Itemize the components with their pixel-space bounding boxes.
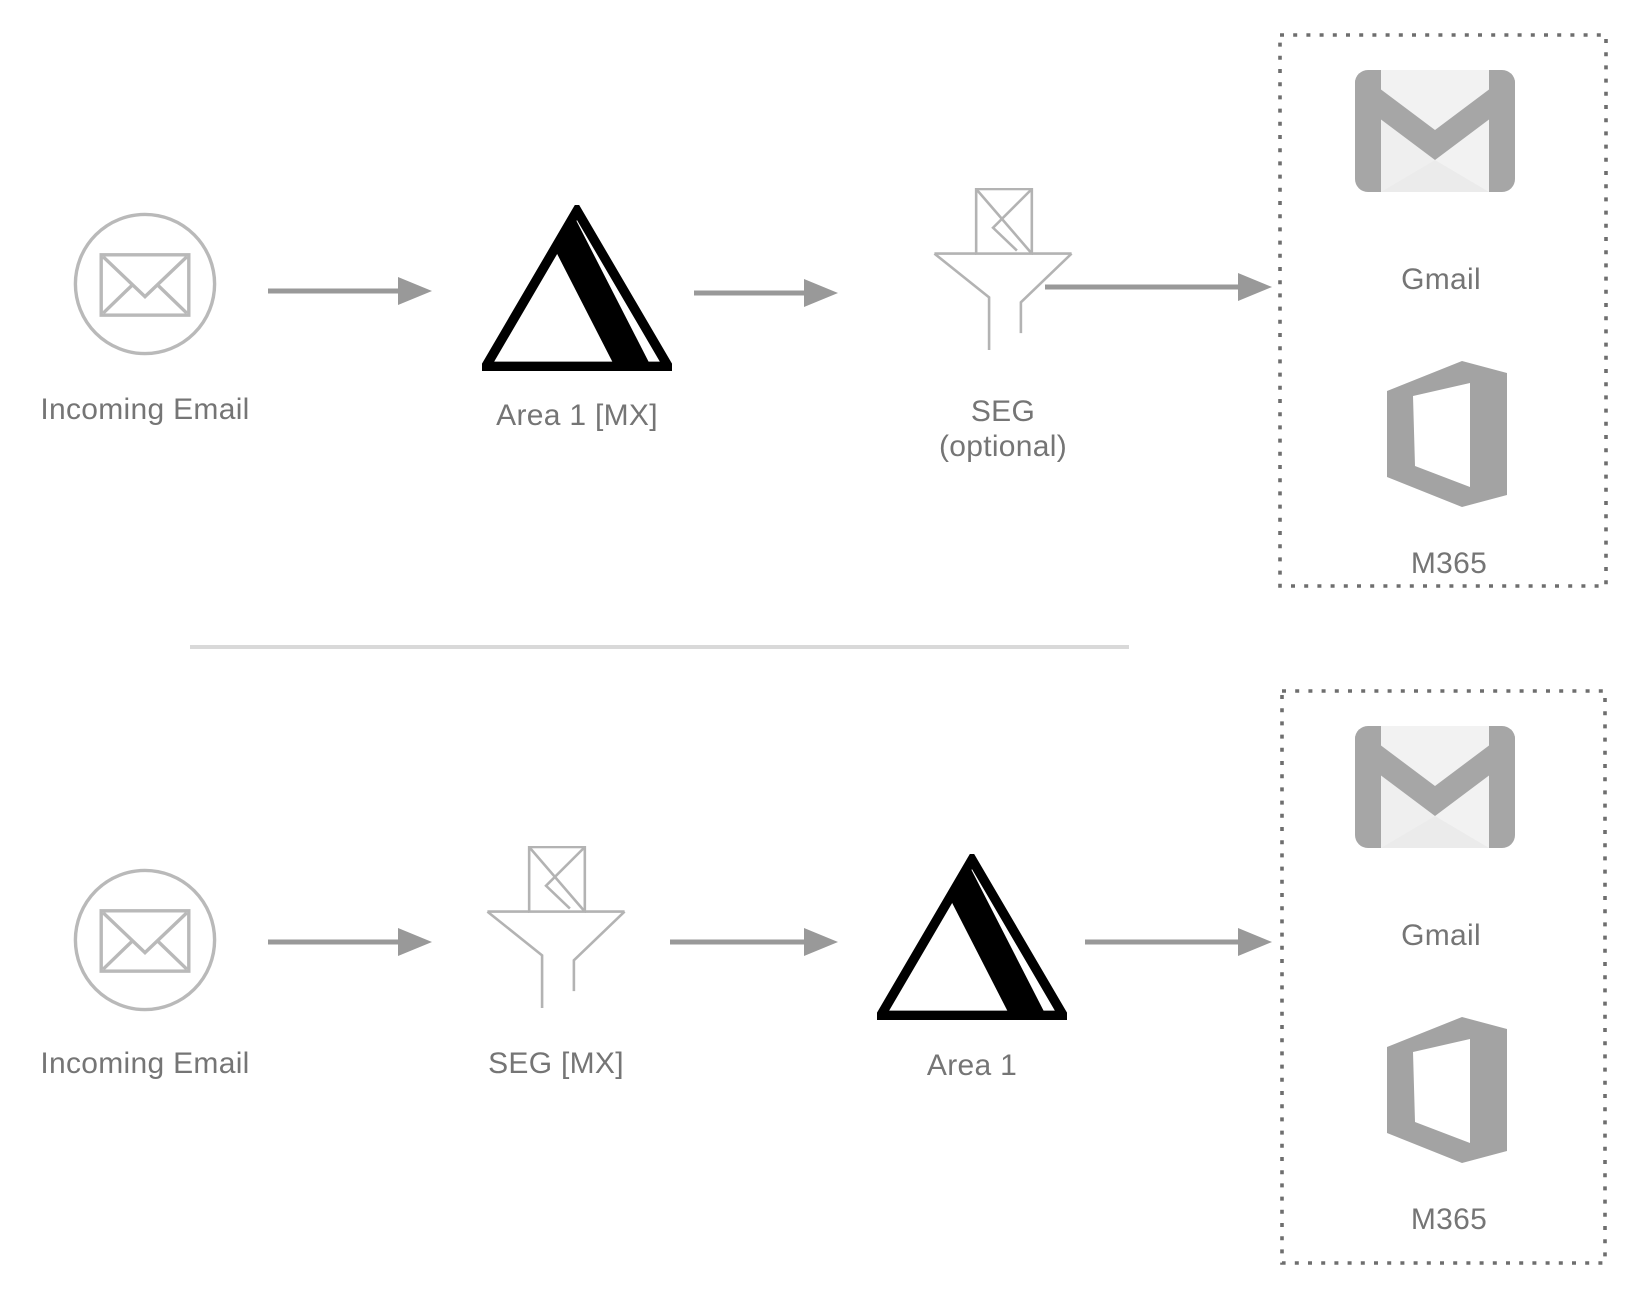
gmail-icon [1355, 726, 1515, 848]
flow-arrow [1085, 927, 1272, 957]
m365-icon [1387, 1017, 1507, 1163]
incoming-email-label: Incoming Email [40, 393, 250, 426]
m365-label: M365 [1410, 1203, 1488, 1236]
incoming-email-icon [72, 211, 218, 357]
flow-arrow [694, 278, 838, 308]
flow-arrow [268, 927, 432, 957]
seg-label: SEG (optional) [803, 394, 1203, 464]
divider [190, 645, 1129, 649]
gmail-label: Gmail [1401, 263, 1481, 296]
area1-logo [482, 205, 672, 372]
m365-label: M365 [1410, 547, 1488, 580]
seg-funnel-icon [933, 188, 1073, 352]
incoming-email-label: Incoming Email [40, 1047, 250, 1080]
destinations-group [1280, 689, 1607, 1265]
gmail-icon [1355, 70, 1515, 192]
incoming-email-icon [72, 867, 218, 1013]
seg-funnel-icon [486, 846, 626, 1010]
area1-logo [877, 854, 1067, 1021]
seg-label-line2: (optional) [938, 430, 1068, 463]
gmail-label: Gmail [1401, 919, 1481, 952]
area1-label: Area 1 [MX] [496, 399, 658, 432]
flow-arrow [670, 927, 838, 957]
seg-mx-label: SEG [MX] [488, 1047, 624, 1080]
flow-arrow [268, 276, 432, 306]
seg-label-line1: SEG [970, 395, 1036, 428]
area1-label: Area 1 [926, 1049, 1018, 1082]
flow-arrow [1045, 272, 1272, 302]
m365-icon [1387, 361, 1507, 507]
destinations-group [1278, 33, 1608, 588]
